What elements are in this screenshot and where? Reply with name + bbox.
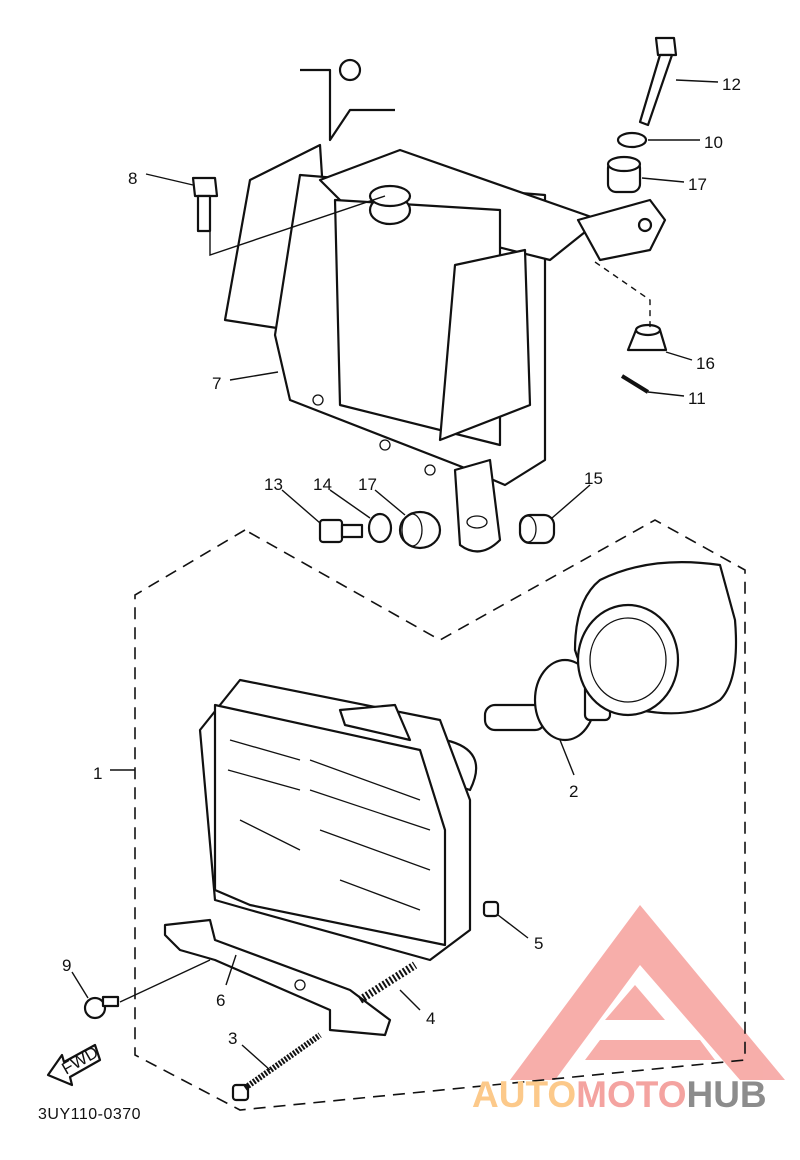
watermark-logo: AUTOMOTOHUB bbox=[472, 1074, 767, 1116]
screw-part-9 bbox=[83, 995, 120, 1020]
callout-11: 11 bbox=[688, 389, 706, 408]
callout-1: 1 bbox=[93, 764, 102, 783]
callout-17-lower: 17 bbox=[358, 475, 377, 494]
bracket-part-6 bbox=[163, 918, 392, 1037]
diagram-code: 3UY110-0370 bbox=[38, 1106, 142, 1123]
callout-6: 6 bbox=[216, 991, 225, 1010]
callout-12: 12 bbox=[722, 75, 741, 94]
callout-8: 8 bbox=[128, 169, 137, 188]
bolt-part-12 bbox=[638, 36, 678, 127]
assembly-group-outline bbox=[134, 519, 746, 1111]
pin-part-11 bbox=[620, 374, 650, 394]
headlight-unit-part-1 bbox=[198, 678, 478, 962]
watermark-triangle-logo bbox=[510, 905, 785, 1080]
grommet-part-17-bottom bbox=[398, 510, 442, 550]
nut-part-5 bbox=[482, 900, 500, 918]
screw-part-13 bbox=[318, 518, 364, 544]
callout-9: 9 bbox=[62, 956, 71, 975]
leader-lines bbox=[71, 79, 719, 1071]
callout-labels: 12 10 17 8 16 11 7 13 14 17 15 1 2 5 9 6… bbox=[62, 75, 741, 1048]
forward-direction-arrow: FWD bbox=[46, 1043, 101, 1087]
callout-16: 16 bbox=[696, 354, 715, 373]
collar-part-16 bbox=[626, 323, 668, 352]
watermark-moto: MOTO bbox=[576, 1074, 687, 1115]
bulb-cover bbox=[573, 561, 738, 717]
fwd-label: FWD bbox=[58, 1043, 101, 1079]
callout-15: 15 bbox=[584, 469, 603, 488]
callout-14: 14 bbox=[313, 475, 332, 494]
collar-part-15 bbox=[518, 513, 556, 545]
callout-10: 10 bbox=[704, 133, 723, 152]
callout-5: 5 bbox=[534, 934, 543, 953]
spring-part-4 bbox=[357, 961, 418, 1004]
washer-part-10 bbox=[616, 131, 648, 149]
bolt-part-3 bbox=[231, 1032, 322, 1102]
headlight-stay-part-7 bbox=[223, 58, 667, 553]
callout-3: 3 bbox=[228, 1029, 237, 1048]
callout-4: 4 bbox=[426, 1009, 435, 1028]
callout-7: 7 bbox=[212, 374, 221, 393]
watermark-auto: AUTO bbox=[472, 1074, 577, 1115]
callout-13: 13 bbox=[264, 475, 283, 494]
washer-part-14 bbox=[367, 512, 393, 544]
callout-2: 2 bbox=[569, 782, 578, 801]
callout-17: 17 bbox=[688, 175, 707, 194]
bolt-part-8 bbox=[191, 176, 219, 233]
grommet-part-17-top bbox=[606, 155, 642, 194]
watermark-hub: HUB bbox=[686, 1074, 767, 1115]
